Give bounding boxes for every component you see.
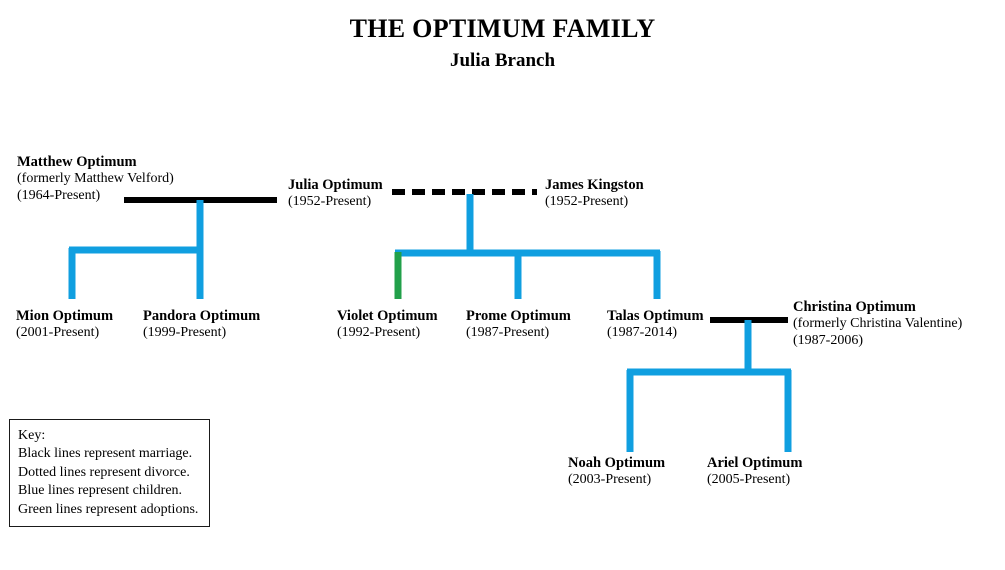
person-prome: Prome Optimum (1987-Present) bbox=[466, 308, 571, 342]
page-subtitle: Julia Branch bbox=[449, 50, 556, 71]
person-name: Pandora Optimum bbox=[143, 308, 261, 324]
legend-item-divorce: Dotted lines represent divorce. bbox=[18, 464, 190, 480]
person-years: (1952-Present) bbox=[545, 194, 629, 210]
person-noah: Noah Optimum (2003-Present) bbox=[568, 455, 665, 489]
person-years: (1952-Present) bbox=[288, 194, 372, 210]
person-name: Christina Optimum bbox=[793, 299, 916, 315]
page-title: THE OPTIMUM FAMILY bbox=[349, 14, 656, 43]
person-ariel: Ariel Optimum (2005-Present) bbox=[707, 455, 802, 489]
person-talas: Talas Optimum (1987-2014) bbox=[607, 308, 704, 342]
person-name: Mion Optimum bbox=[16, 308, 114, 324]
person-name: Talas Optimum bbox=[607, 308, 704, 324]
person-christina: Christina Optimum (formerly Christina Va… bbox=[793, 299, 962, 349]
person-name: James Kingston bbox=[545, 177, 644, 193]
person-violet: Violet Optimum (1992-Present) bbox=[337, 308, 438, 342]
person-years: (1987-2006) bbox=[793, 332, 863, 348]
person-name: Prome Optimum bbox=[466, 308, 571, 324]
person-years: (2003-Present) bbox=[568, 472, 652, 488]
person-alias: (formerly Matthew Velford) bbox=[17, 171, 174, 187]
person-name: Matthew Optimum bbox=[17, 154, 137, 170]
person-years: (1964-Present) bbox=[17, 187, 101, 203]
person-years: (2001-Present) bbox=[16, 325, 100, 341]
legend-item-adoption: Green lines represent adoptions. bbox=[18, 501, 199, 517]
person-years: (1987-Present) bbox=[466, 325, 550, 341]
person-name: Ariel Optimum bbox=[707, 455, 803, 471]
person-james: James Kingston (1952-Present) bbox=[545, 177, 644, 211]
person-name: Julia Optimum bbox=[288, 177, 383, 193]
person-years: (1992-Present) bbox=[337, 325, 421, 341]
person-years: (1999-Present) bbox=[143, 325, 227, 341]
legend-heading: Key: bbox=[18, 428, 46, 443]
person-name: Violet Optimum bbox=[337, 308, 438, 324]
legend-item-marriage: Black lines represent marriage. bbox=[18, 446, 193, 462]
legend-box: Key: Black lines represent marriage. Dot… bbox=[9, 419, 210, 528]
person-pandora: Pandora Optimum (1999-Present) bbox=[143, 308, 260, 342]
person-matthew: Matthew Optimum (formerly Matthew Velfor… bbox=[17, 154, 174, 204]
person-years: (2005-Present) bbox=[707, 472, 791, 488]
person-mion: Mion Optimum (2001-Present) bbox=[16, 308, 113, 342]
legend-item-children: Blue lines represent children. bbox=[18, 483, 183, 499]
person-alias: (formerly Christina Valentine) bbox=[793, 316, 963, 332]
person-name: Noah Optimum bbox=[568, 455, 666, 471]
person-julia: Julia Optimum (1952-Present) bbox=[288, 177, 383, 211]
person-years: (1987-2014) bbox=[607, 325, 677, 341]
